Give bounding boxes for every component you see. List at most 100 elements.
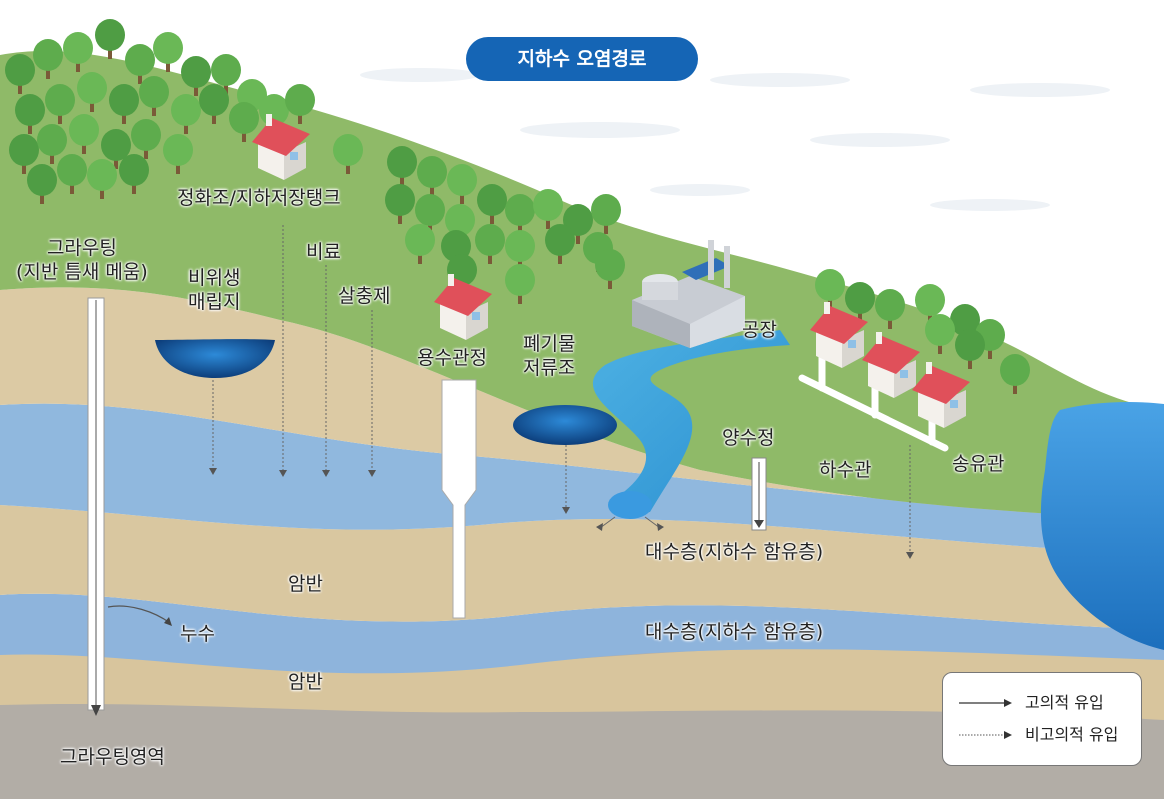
label-pump-well: 양수정: [722, 427, 775, 449]
middle-soil-band: [0, 505, 1164, 630]
unintentional-flow-lines: [212, 225, 911, 552]
solid-arrow-icon: [959, 699, 1012, 707]
tree: [415, 194, 445, 234]
tree: [333, 134, 363, 174]
unintentional-flow-arrowheads: [209, 468, 914, 559]
tree: [505, 194, 535, 234]
tree: [385, 184, 415, 224]
tree: [101, 129, 131, 169]
label-aquifer-lower: 대수층(지하수 함유층): [645, 621, 824, 643]
tree: [5, 54, 35, 94]
label-septic-tank: 정화조/지하저장탱크: [177, 187, 341, 209]
tree: [285, 84, 315, 124]
spring-arrowhead-left: [596, 523, 603, 531]
tree: [1000, 354, 1030, 394]
tree: [181, 56, 211, 96]
house: [810, 302, 868, 368]
house: [912, 362, 970, 428]
tree: [45, 84, 75, 124]
tree: [57, 154, 87, 194]
label-bedrock-lower: 암반: [288, 671, 323, 693]
tree: [477, 184, 507, 224]
legend-item-unintentional: 비고의적 유입: [957, 723, 1137, 747]
house: [252, 114, 310, 180]
tree: [875, 289, 905, 329]
label-landfill: 비위생 매립지: [188, 267, 241, 313]
tree: [15, 94, 45, 134]
river: [592, 330, 790, 513]
tree: [475, 224, 505, 264]
tree: [125, 44, 155, 84]
tree: [955, 329, 985, 369]
label-factory: 공장: [742, 319, 777, 341]
tree: [545, 224, 575, 264]
dotted-arrow-icon: [959, 731, 1012, 739]
tree: [131, 119, 161, 159]
spring-pool: [608, 491, 652, 519]
waste-pond: [513, 405, 617, 445]
tree: [95, 19, 125, 59]
tree: [199, 84, 229, 124]
diagram-title: 지하수 오염경로: [466, 37, 698, 81]
label-grouting: 그라우팅 (지반 틈새 메움): [16, 237, 148, 283]
label-bedrock-upper: 암반: [288, 573, 323, 595]
house: [434, 274, 492, 340]
factory-building: [632, 240, 745, 348]
lower-aquifer-layer: [0, 593, 1164, 674]
tree: [229, 102, 259, 142]
houses: [252, 114, 970, 428]
tree: [119, 154, 149, 194]
label-fertilizer: 비료: [306, 241, 341, 263]
tree: [387, 146, 417, 186]
tree: [211, 54, 241, 94]
landfill-pit: [155, 339, 275, 378]
label-grouting-area: 그라우팅영역: [60, 746, 165, 768]
tree: [87, 159, 117, 199]
legend-box: 고의적 유입 비고의적 유입: [942, 672, 1142, 766]
tree: [139, 76, 169, 116]
legend-label-unintentional: 비고의적 유입: [1025, 725, 1119, 744]
tree: [109, 84, 139, 124]
tree: [595, 249, 625, 289]
tree: [405, 224, 435, 264]
water-well-shaft: [441, 379, 477, 619]
grouting-pipe: [87, 297, 105, 716]
tree: [27, 164, 57, 204]
spring-arrowhead-right: [657, 523, 664, 531]
tree: [563, 204, 593, 244]
label-water-well: 용수관정: [417, 347, 487, 369]
label-oil-pipe: 송유관: [952, 453, 1005, 475]
house: [862, 332, 920, 398]
sea: [1040, 402, 1164, 650]
tree: [533, 189, 563, 229]
tree: [153, 32, 183, 72]
tree: [915, 284, 945, 324]
tree: [77, 72, 107, 112]
leak-arrowhead: [164, 617, 172, 626]
label-leak: 누수: [180, 623, 215, 645]
forest-trees: [5, 19, 1030, 394]
tree: [591, 194, 621, 234]
tree: [505, 230, 535, 270]
tree: [845, 282, 875, 322]
upper-aquifer-layer: [0, 403, 1164, 555]
tree: [925, 314, 955, 354]
tree: [37, 124, 67, 164]
leak-arrow: [107, 605, 171, 624]
label-sewer: 하수관: [819, 459, 872, 481]
legend-item-intentional: 고의적 유입: [957, 691, 1137, 715]
tree: [63, 32, 93, 72]
topsoil-layer: [0, 287, 1164, 520]
tree: [171, 94, 201, 134]
tree: [33, 39, 63, 79]
sky-clouds: [360, 68, 1110, 211]
tree: [447, 164, 477, 204]
label-pesticide: 살충제: [338, 285, 391, 307]
pumping-well: [751, 457, 767, 531]
tree: [417, 156, 447, 196]
tree: [69, 114, 99, 154]
label-aquifer-upper: 대수층(지하수 함유층): [645, 541, 824, 563]
legend-label-intentional: 고의적 유입: [1025, 693, 1104, 712]
